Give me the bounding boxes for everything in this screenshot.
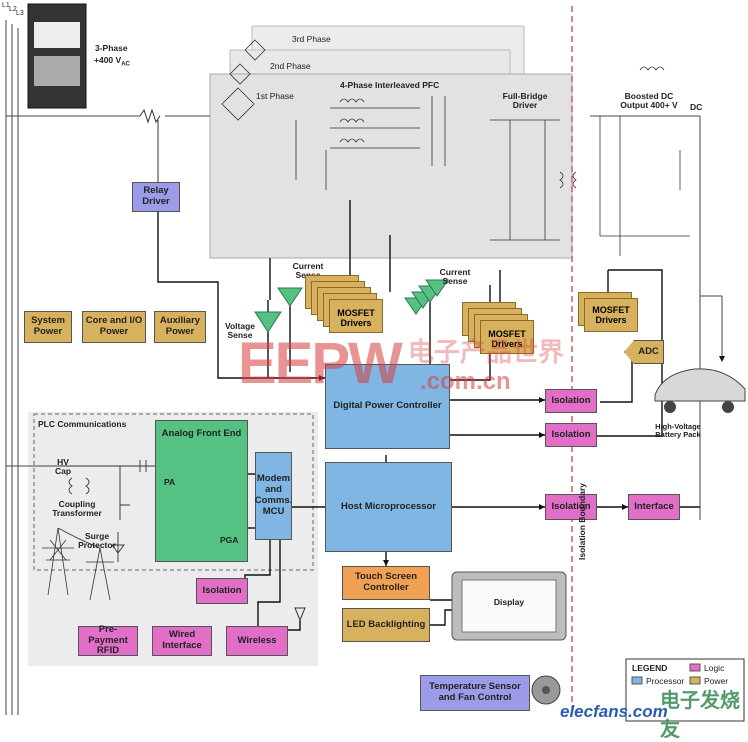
- phase-2-label: 2nd Phase: [270, 61, 311, 71]
- system-power-block: System Power: [24, 311, 72, 343]
- current-sense-amps-2: [404, 279, 449, 315]
- vehicle-icon: [654, 368, 746, 413]
- pfc-label: 4-Phase Interleaved PFC: [340, 80, 440, 90]
- input-label: 3-Phase: [95, 43, 128, 53]
- mosfet-drivers-label-3: MOSFET Drivers: [592, 305, 630, 325]
- mosfet-drivers-label-1: MOSFET Drivers: [337, 308, 375, 328]
- isolation-boundary-label: Isolation Boundary: [577, 483, 587, 560]
- current-sense-label-2: Current Sense: [439, 267, 471, 287]
- led-backlighting-block: LED Backlighting: [342, 608, 430, 642]
- phase-1-panel: [209, 73, 573, 259]
- power-tower-icon: [42, 527, 114, 601]
- antenna-icon: [294, 607, 306, 622]
- phase-1-label: 1st Phase: [256, 91, 294, 101]
- phase-label-1: L1: [2, 2, 10, 9]
- legend-item-processor: Processor: [646, 676, 685, 686]
- mosfet-drivers-stack-2: MOSFET Drivers: [462, 302, 552, 372]
- analog-front-end-block: Analog Front End: [155, 420, 248, 562]
- touch-screen-controller-block: Touch Screen Controller: [342, 566, 430, 600]
- dc-label: DC: [690, 102, 703, 112]
- pre-payment-rfid-block: Pre-Payment RFID: [78, 624, 138, 656]
- plc-title: PLC Communications: [38, 419, 127, 429]
- phase-label-3: L3: [16, 10, 24, 17]
- isolation-block-3: Isolation: [545, 494, 597, 520]
- wired-interface-block: Wired Interface: [152, 626, 212, 656]
- legend-title: LEGEND: [632, 663, 668, 673]
- pga-label: PGA: [220, 535, 239, 545]
- isolation-block-2: Isolation: [545, 423, 597, 447]
- isolation-block-1: Isolation: [545, 389, 597, 413]
- legend-box: [625, 658, 745, 722]
- legend-item-logic: Logic: [704, 663, 725, 673]
- display-label: Display: [493, 597, 525, 607]
- voltage-sense-amp: [254, 311, 282, 333]
- modem-mcu-block: Modem and Comms. MCU: [255, 452, 292, 540]
- phase-label-2: L2: [9, 6, 17, 13]
- temperature-sensor-block: Temperature Sensor and Fan Control: [420, 675, 530, 711]
- plc-dashed-border: [33, 413, 314, 571]
- diagram-wiring: [5, 3, 746, 722]
- core-io-power-block: Core and I/O Power: [82, 311, 146, 343]
- pa-label: PA: [164, 477, 176, 487]
- digital-power-controller-block: Digital Power Controller: [325, 364, 450, 449]
- mosfet-drivers-stack-1: MOSFET Drivers: [305, 275, 395, 355]
- wireless-block: Wireless: [226, 626, 288, 656]
- isolation-block-plc: Isolation: [196, 578, 248, 604]
- relay-driver-block: Relay Driver: [132, 182, 180, 212]
- interface-block: Interface: [628, 494, 680, 520]
- phase-3-label: 3rd Phase: [292, 34, 331, 44]
- voltage-sense-label: Voltage Sense: [224, 321, 256, 341]
- auxiliary-power-block: Auxiliary Power: [154, 311, 206, 343]
- input-voltage: +400 VAC: [94, 55, 130, 68]
- mosfet-drivers-stack-3: MOSFET Drivers: [578, 292, 648, 342]
- adc-block: ADC: [624, 340, 664, 364]
- host-microprocessor-block: Host Microprocessor: [325, 462, 452, 552]
- current-sense-amp-1: [277, 287, 303, 307]
- mosfet-drivers-label-2: MOSFET Drivers: [488, 329, 526, 349]
- legend-item-power: Power: [704, 676, 729, 686]
